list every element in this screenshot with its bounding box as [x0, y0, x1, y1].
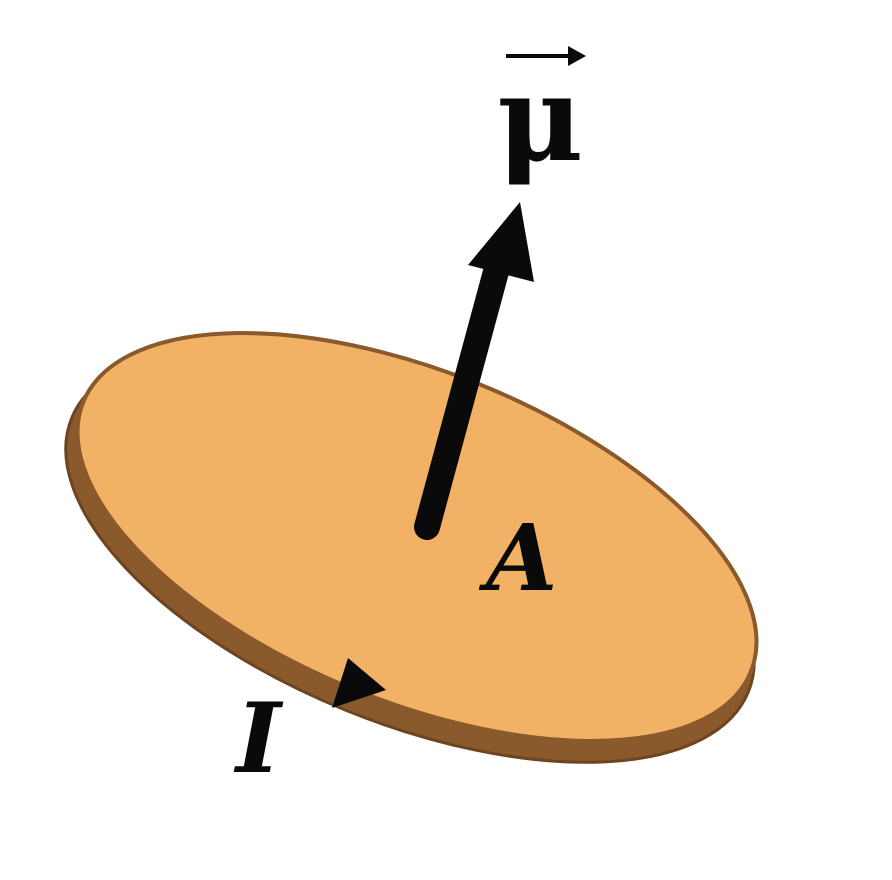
arrow-up-icon: [468, 202, 534, 282]
arrow-right-icon: [506, 46, 586, 66]
moment-arrow: [414, 202, 534, 540]
moment-label-group: μ: [497, 46, 586, 188]
current-label: I: [233, 682, 284, 795]
triangle-arrow-icon: [332, 658, 386, 708]
moment-label: μ: [497, 49, 583, 188]
moment-arrow-shaft: [414, 255, 510, 540]
area-label: A: [478, 504, 557, 612]
current-loop-disk: [64, 331, 759, 764]
